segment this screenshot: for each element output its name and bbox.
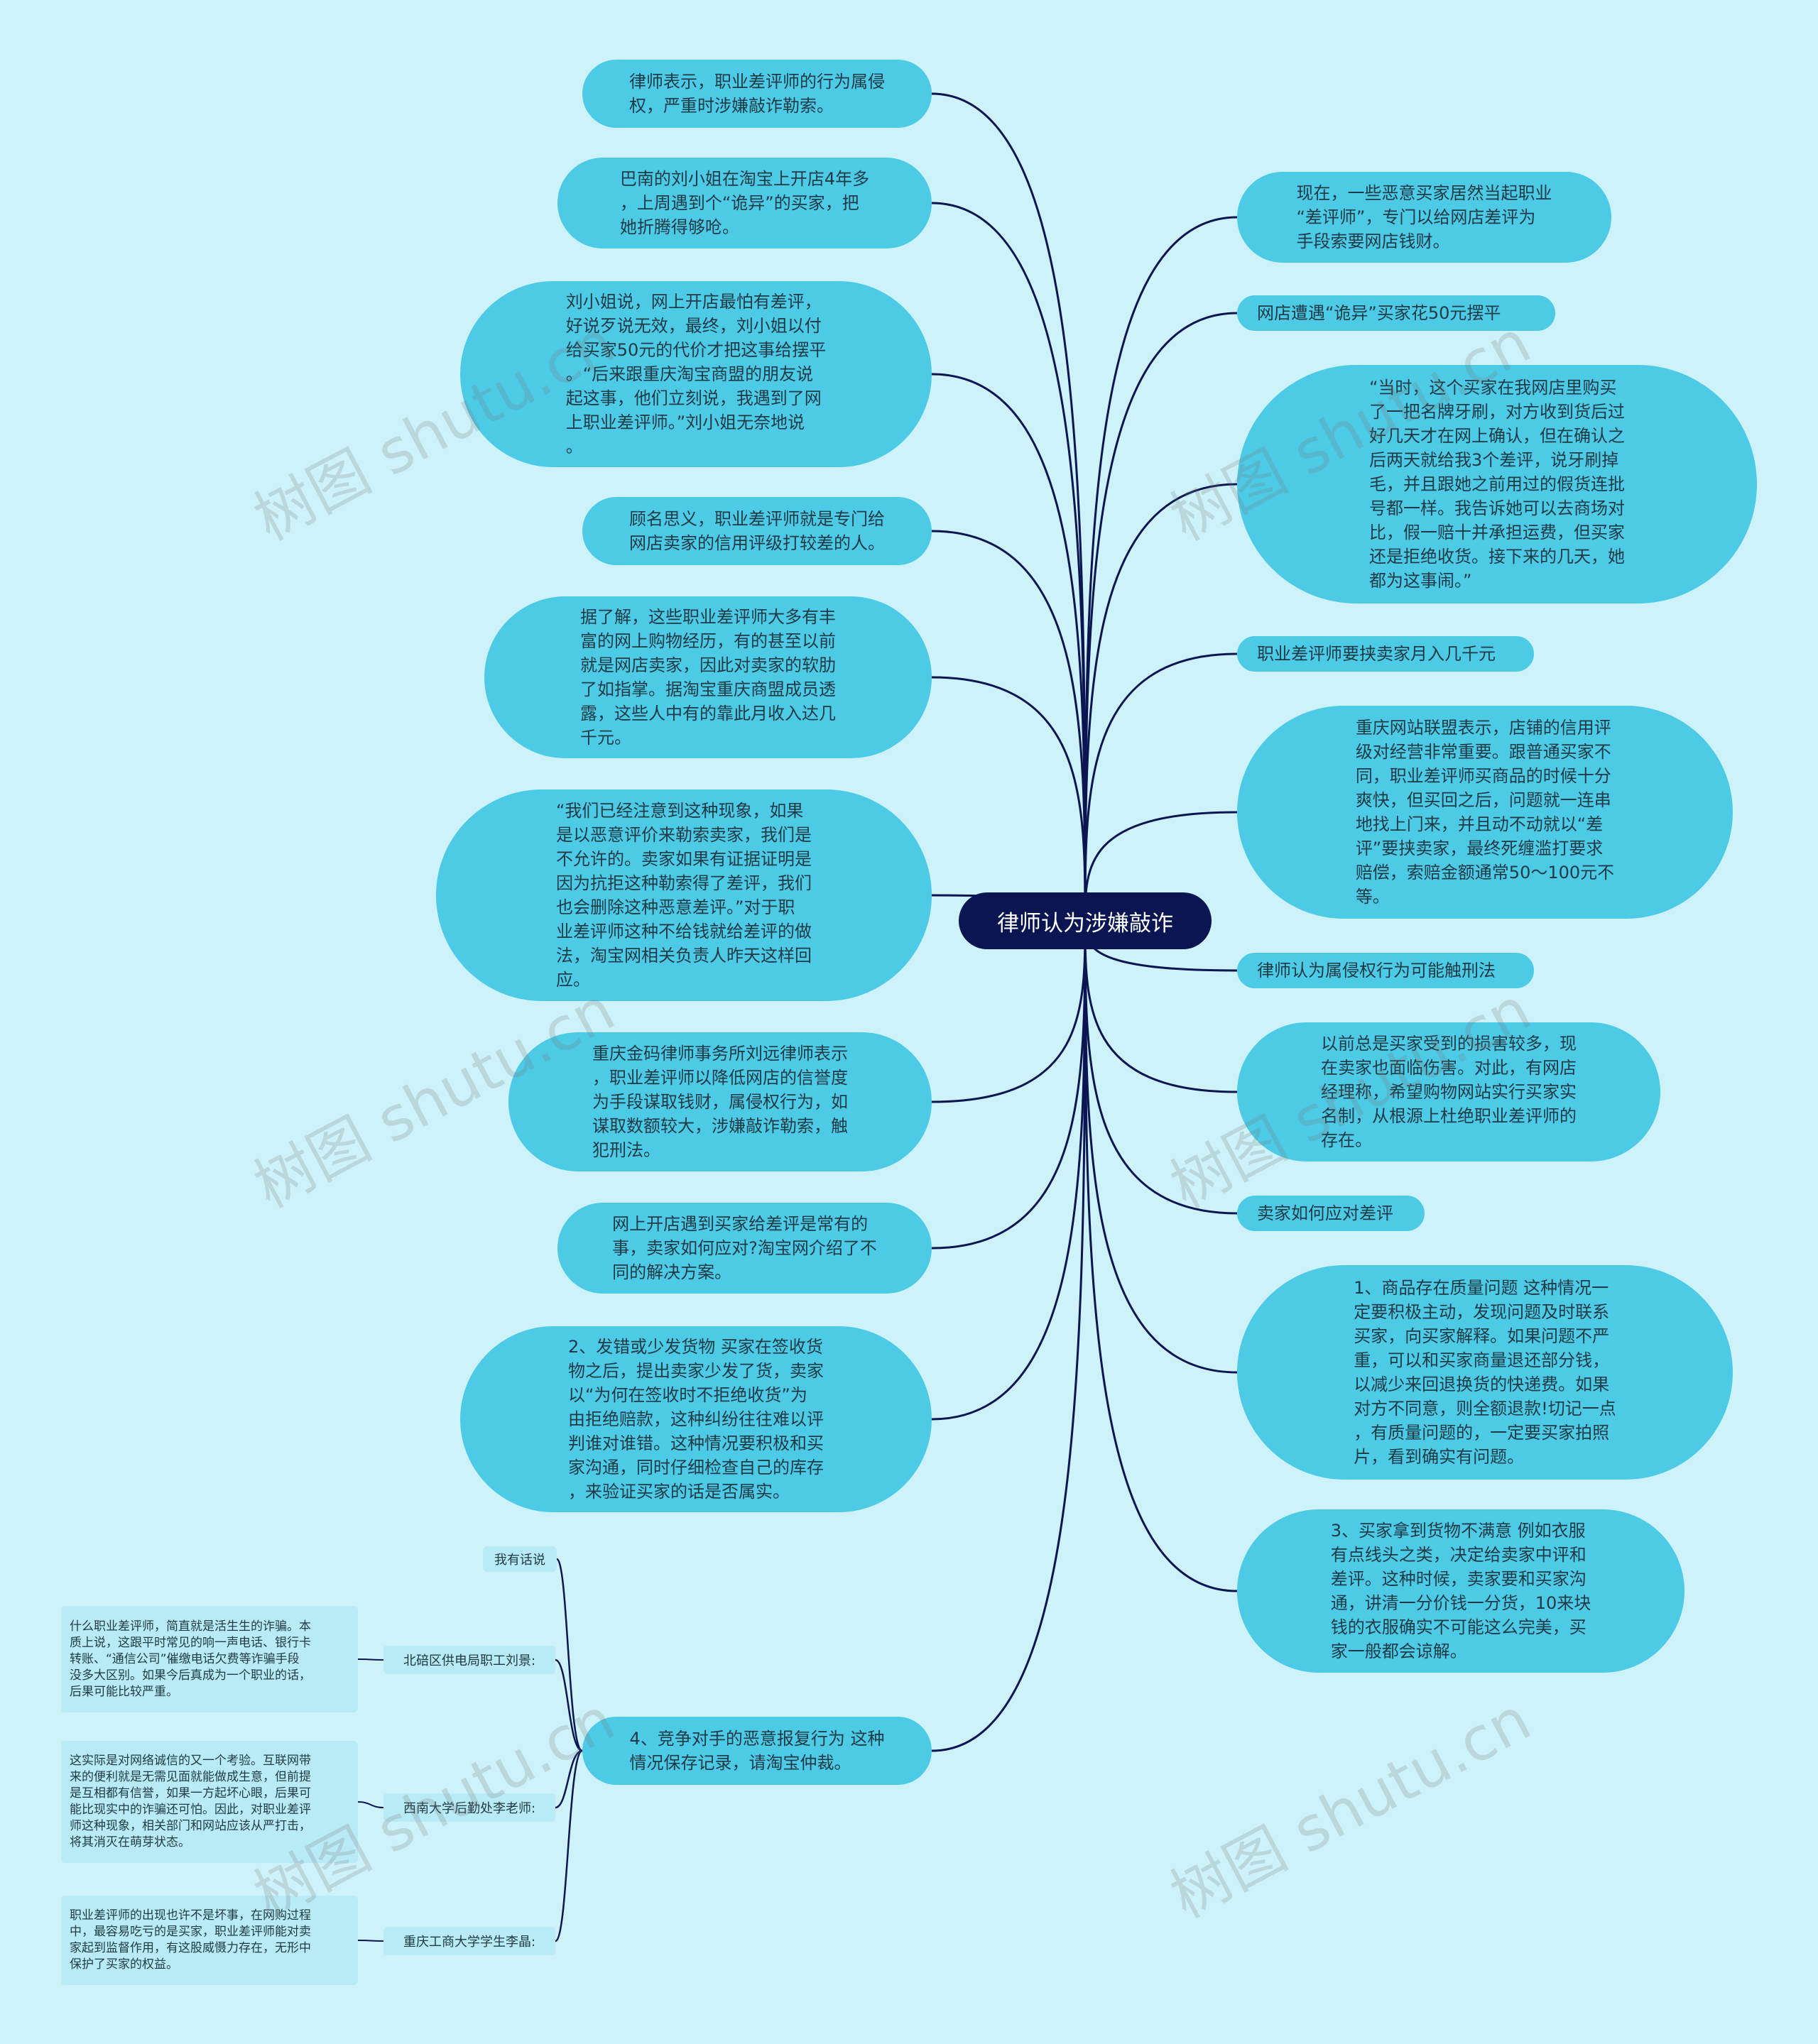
right-topic-node-text: 职业差评师要挟卖家月入几千元 (1257, 644, 1496, 664)
right-topic-node-text: 1、商品存在质量问题 这种情况一 定要积极主动，发现问题及时联系 买家，向买家解… (1354, 1278, 1616, 1467)
connector-line (357, 1658, 384, 1661)
comment-quote[interactable]: 职业差评师的出现也许不是坏事，在网购过程 中，最容易吃亏的是买家，职业差评师能对… (61, 1896, 358, 1985)
connector-line (357, 1940, 384, 1942)
comment-quote[interactable]: 这实际是对网络诚信的又一个考验。互联网带 来的便利就是无需见面就能做成生意，但前… (61, 1741, 358, 1863)
connector-line (931, 920, 1087, 1752)
connector-line (555, 1658, 583, 1752)
connector-line (1084, 920, 1238, 1592)
left-topic-node-text: 顾名思义，职业差评师就是专门给 网店卖家的信用评级打较差的人。 (629, 509, 885, 553)
connector-line (931, 92, 1087, 922)
commenter-label-text: 西南大学后勤处李老师: (403, 1801, 536, 1816)
comment-quote[interactable]: 什么职业差评师，简直就是活生生的诈骗。本 质上说，这跟平时常见的响一声电话、银行… (61, 1606, 358, 1712)
connector-line (357, 1801, 384, 1808)
right-topic-node-text: 律师认为属侵权行为可能触刑法 (1257, 961, 1496, 980)
right-topic-node-text: 现在，一些恶意买家居然当起职业 “差评师”，专门以给网店差评为 手段索要网店钱财… (1296, 183, 1552, 251)
comment-quote-text: 职业差评师的出现也许不是坏事，在网购过程 中，最容易吃亏的是买家，职业差评师能对… (70, 1908, 311, 1972)
left-topic-node[interactable]: 2、发错或少发货物 买家在签收货 物之后，提出卖家少发了货，卖家 以“为何在签收… (460, 1326, 932, 1512)
comment-quote-text: 什么职业差评师，简直就是活生生的诈骗。本 质上说，这跟平时常见的响一声电话、银行… (70, 1619, 311, 1699)
left-topic-node-text: 网上开店遇到买家给差评是常有的 事，卖家如何应对?淘宝网介绍了不 同的解决方案。 (612, 1214, 877, 1282)
connector-line (555, 1558, 584, 1752)
left-topic-node-text: “我们已经注意到这种现象，如果 是以恶意评价来勒索卖家，我们是 不允许的。卖家如… (556, 801, 812, 990)
left-topic-node[interactable]: 巴南的刘小姐在淘宝上开店4年多 ，上周遇到个“诡异”的买家，把 她折腾得够呛。 (557, 158, 932, 248)
connector-line (1084, 652, 1238, 922)
left-topic-node[interactable]: “我们已经注意到这种现象，如果 是以恶意评价来勒索卖家，我们是 不允许的。卖家如… (436, 789, 932, 1001)
root-node[interactable]: 律师认为涉嫌敲诈 (959, 892, 1212, 949)
connector-line (931, 676, 1087, 922)
right-topic-node[interactable]: 网店遭遇“诡异”买家花50元摆平 (1237, 295, 1555, 331)
right-topic-node-text: 以前总是买家受到的损害较多，现 在卖家也面临伤害。对此，有网店 经理称，希望购物… (1321, 1034, 1577, 1150)
connector-line (554, 1749, 584, 1942)
left-topic-node[interactable]: 4、竞争对手的恶意报复行为 这种 情况保存记录，请淘宝仲裁。 (582, 1717, 932, 1785)
left-topic-node-text: 据了解，这些职业差评师大多有丰 富的网上购物经历，有的甚至以前 就是网店卖家，因… (580, 607, 836, 748)
connector-line (1084, 920, 1238, 1215)
left-topic-node[interactable]: 刘小姐说，网上开店最怕有差评， 好说歹说无效，最终，刘小姐以付 给买家50元的代… (460, 281, 932, 467)
right-topic-node-text: 3、买家拿到货物不满意 例如衣服 有点线头之类，决定给卖家中评和 差评。这种时候… (1330, 1521, 1591, 1661)
right-topic-node[interactable]: 重庆网站联盟表示，店铺的信用评 级对经营非常重要。跟普通买家不 同，职业差评师买… (1237, 706, 1733, 919)
commenter-label[interactable]: 重庆工商大学学生李晶: (383, 1927, 555, 1955)
left-topic-node[interactable]: 顾名思义，职业差评师就是专门给 网店卖家的信用评级打较差的人。 (582, 497, 932, 565)
comment-quote-text: 这实际是对网络诚信的又一个考验。互联网带 来的便利就是无需见面就能做成生意，但前… (70, 1754, 311, 1849)
connector-line (1084, 920, 1238, 1374)
connector-line (555, 1749, 583, 1809)
connector-line (931, 202, 1087, 922)
right-topic-node[interactable]: 律师认为属侵权行为可能触刑法 (1237, 953, 1534, 988)
left-topic-node-text: 重庆金码律师事务所刘远律师表示 ，职业差评师以降低网店的信誉度 为手段谋取钱财，… (592, 1044, 848, 1160)
connector-line (1084, 216, 1238, 922)
commenter-label-text: 北碚区供电局职工刘景: (403, 1654, 536, 1668)
connector-line (931, 920, 1087, 1421)
right-topic-node[interactable]: 卖家如何应对差评 (1237, 1196, 1425, 1231)
right-topic-node-text: 重庆网站联盟表示，店铺的信用评 级对经营非常重要。跟普通买家不 同，职业差评师买… (1355, 718, 1615, 907)
right-topic-node[interactable]: “当时，这个买家在我网店里购买 了一把名牌牙刷，对方收到货后过 好几天才在网上确… (1237, 365, 1757, 603)
commenter-label[interactable]: 西南大学后勤处李老师: (383, 1793, 555, 1822)
left-topic-node[interactable]: 据了解，这些职业差评师大多有丰 富的网上购物经历，有的甚至以前 就是网店卖家，因… (484, 596, 932, 758)
right-topic-node[interactable]: 职业差评师要挟卖家月入几千元 (1237, 636, 1534, 672)
right-topic-node-text: “当时，这个买家在我网店里购买 了一把名牌牙刷，对方收到货后过 好几天才在网上确… (1369, 378, 1625, 591)
sub-header-tag[interactable]: 我有话说 (483, 1546, 557, 1572)
right-topic-node[interactable]: 1、商品存在质量问题 这种情况一 定要积极主动，发现问题及时联系 买家，向买家解… (1237, 1265, 1733, 1480)
left-topic-node[interactable]: 律师表示，职业差评师的行为属侵 权，严重时涉嫌敲诈勒索。 (582, 60, 932, 128)
connector-line (1084, 312, 1238, 922)
left-topic-node-text: 刘小姐说，网上开店最怕有差评， 好说歹说无效，最终，刘小姐以付 给买家50元的代… (565, 292, 827, 457)
commenter-label[interactable]: 北碚区供电局职工刘景: (383, 1646, 555, 1674)
connector-line (931, 530, 1087, 922)
right-topic-node[interactable]: 现在，一些恶意买家居然当起职业 “差评师”，专门以给网店差评为 手段索要网店钱财… (1237, 172, 1611, 263)
left-topic-node-text: 4、竞争对手的恶意报复行为 这种 情况保存记录，请淘宝仲裁。 (629, 1729, 885, 1773)
left-topic-node-text: 2、发错或少发货物 买家在签收货 物之后，提出卖家少发了货，卖家 以“为何在签收… (568, 1337, 824, 1502)
left-topic-node-text: 巴南的刘小姐在淘宝上开店4年多 ，上周遇到个“诡异”的买家，把 她折腾得够呛。 (619, 169, 870, 237)
commenter-label-text: 重庆工商大学学生李晶: (403, 1935, 536, 1950)
right-topic-node-text: 卖家如何应对差评 (1257, 1203, 1393, 1223)
left-topic-node-text: 律师表示，职业差评师的行为属侵 权，严重时涉嫌敲诈勒索。 (629, 72, 885, 116)
connector-line (1084, 483, 1238, 922)
left-topic-node[interactable]: 重庆金码律师事务所刘远律师表示 ，职业差评师以降低网店的信誉度 为手段谋取钱财，… (508, 1032, 932, 1171)
right-topic-node-text: 网店遭遇“诡异”买家花50元摆平 (1257, 303, 1501, 323)
right-topic-node[interactable]: 3、买家拿到货物不满意 例如衣服 有点线头之类，决定给卖家中评和 差评。这种时候… (1237, 1509, 1684, 1673)
left-topic-node[interactable]: 网上开店遇到买家给差评是常有的 事，卖家如何应对?淘宝网介绍了不 同的解决方案。 (557, 1203, 932, 1294)
connector-line (931, 920, 1087, 1250)
right-topic-node[interactable]: 以前总是买家受到的损害较多，现 在卖家也面临伤害。对此，有网店 经理称，希望购物… (1237, 1022, 1660, 1162)
connector-line (931, 373, 1087, 922)
